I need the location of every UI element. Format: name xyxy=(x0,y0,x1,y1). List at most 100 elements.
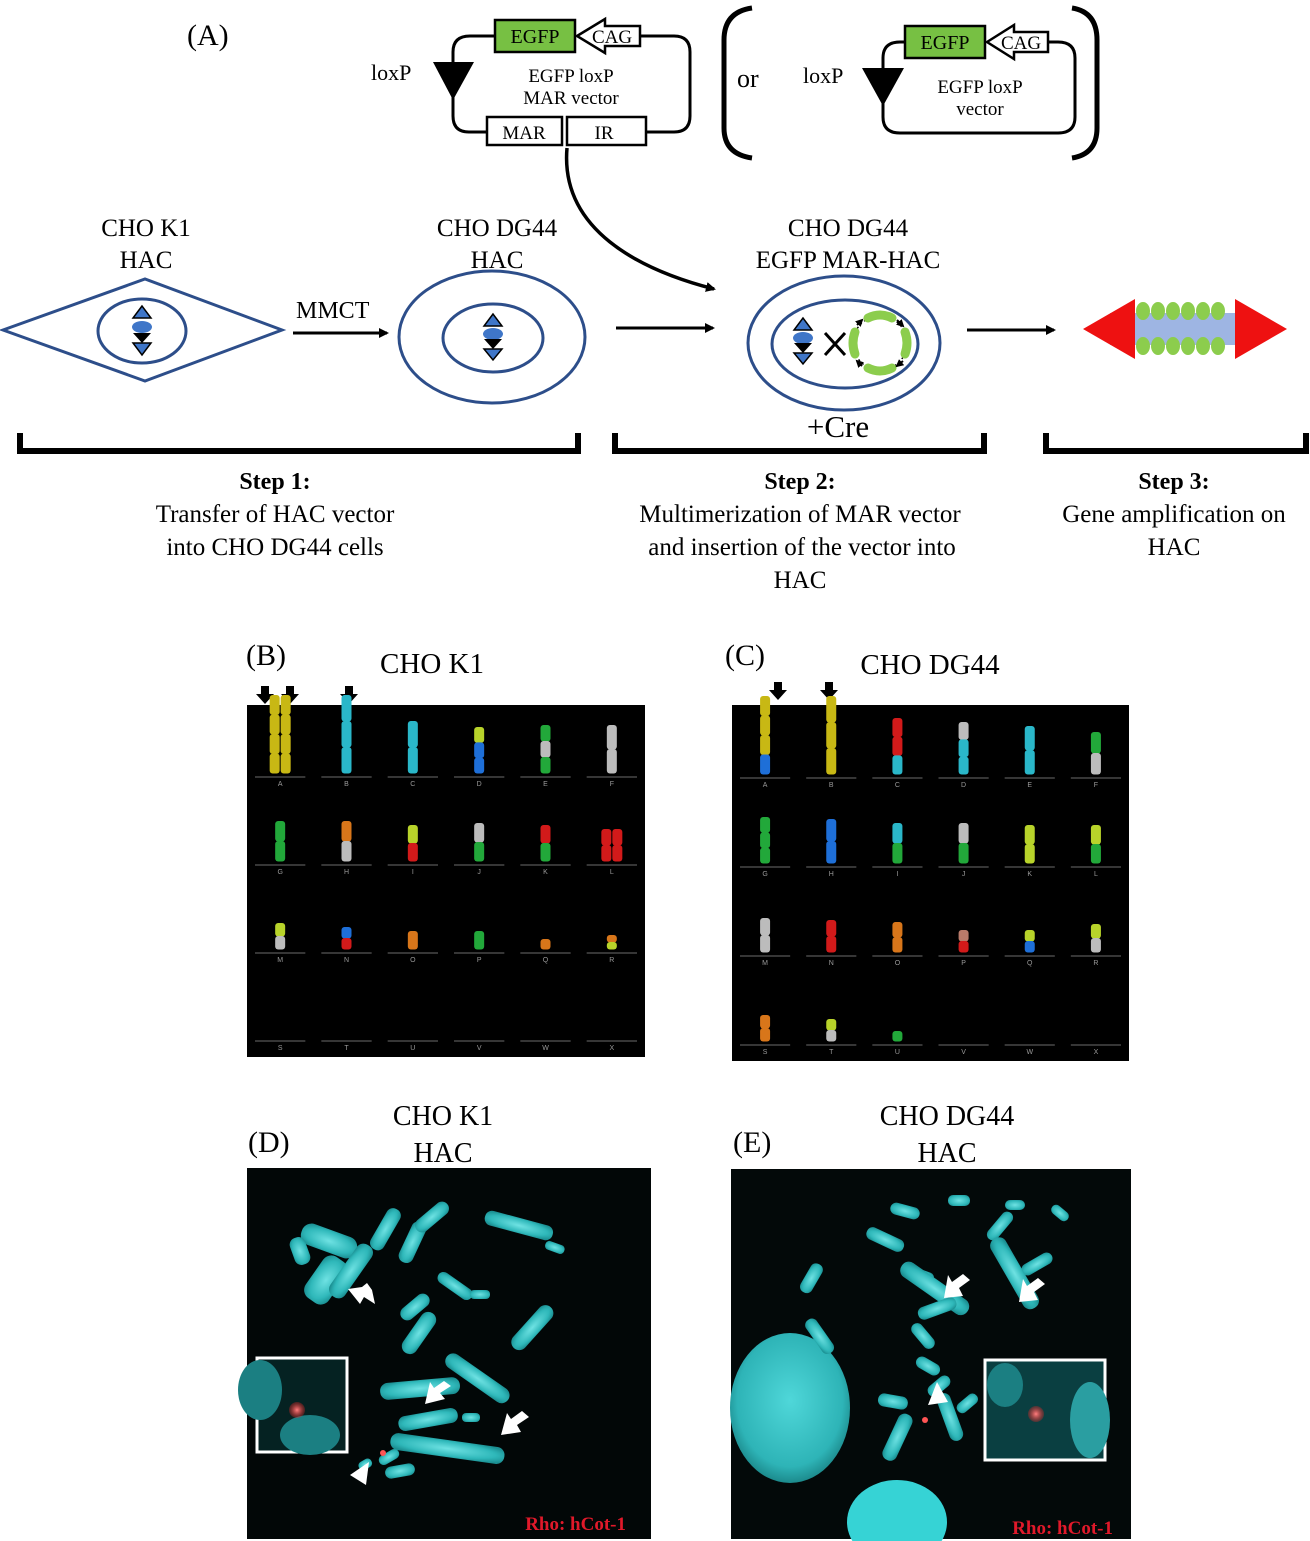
chromosome-segment xyxy=(407,931,418,950)
chromosome-segment xyxy=(341,841,352,862)
chromosome-segment xyxy=(760,847,771,864)
chromosome-segment xyxy=(341,927,352,939)
karyotype-letter: T xyxy=(344,1045,349,1052)
panel-e-title-line1: CHO DG44 xyxy=(880,1101,1015,1132)
vector-alt-name-line1: EGFP loxP xyxy=(937,77,1022,98)
chromosome-segment xyxy=(474,823,485,843)
karyotype-letter: E xyxy=(543,781,548,788)
chromosome-segment xyxy=(1024,844,1035,864)
panel-d-title-line1: CHO K1 xyxy=(393,1101,493,1132)
karyotype-letter: V xyxy=(961,1049,966,1056)
step1-title: Step 1: xyxy=(239,469,310,495)
inset-zoom-box xyxy=(983,1358,1110,1462)
karyotype-letter: H xyxy=(829,871,834,878)
chromosome-segment xyxy=(958,739,969,758)
chromosome-segment xyxy=(892,755,903,775)
step1-line1: Transfer of HAC vector xyxy=(156,501,395,528)
chromosome-segment xyxy=(892,922,903,938)
cho-dg44-mar-hac-cell xyxy=(746,274,942,412)
karyotype-letter: G xyxy=(277,869,282,876)
karyotype-letter: G xyxy=(762,871,767,878)
cag-label-alt: CAG xyxy=(1001,33,1041,54)
step2-line1: Multimerization of MAR vector xyxy=(639,501,961,528)
chromosome-segment xyxy=(760,1028,771,1042)
chromosome-segment xyxy=(341,747,352,774)
chromosome-segment xyxy=(612,845,623,862)
chromosome-segment xyxy=(275,936,286,950)
cell3-label-line2: EGFP MAR-HAC xyxy=(756,247,941,274)
chromosome-segment xyxy=(826,748,837,775)
karyotype-letter: T xyxy=(829,1049,834,1056)
karyotype-letter: D xyxy=(961,782,966,789)
mmct-label: MMCT xyxy=(296,298,370,324)
cag-promoter-arrow xyxy=(574,16,642,56)
chromosome-segment xyxy=(407,721,418,748)
chromosome-segment xyxy=(1024,750,1035,775)
karyotype-letter: R xyxy=(609,957,614,964)
step2-title: Step 2: xyxy=(764,469,835,495)
chromosome-segment xyxy=(1090,938,1101,953)
karyotype-letter: W xyxy=(542,1045,549,1052)
ir-label: IR xyxy=(595,123,614,144)
karyotype-letter: J xyxy=(477,869,481,876)
step1-line2: into CHO DG44 cells xyxy=(166,534,383,561)
chromosome-marker-arrows xyxy=(769,682,838,700)
chromosome-pointer-arrows xyxy=(348,1283,529,1485)
chromosome-segment xyxy=(275,821,286,842)
chromosome-segment xyxy=(280,734,291,754)
chromosome-segment xyxy=(269,734,280,754)
cag-label: CAG xyxy=(592,27,632,48)
karyotype-letter: W xyxy=(1026,1049,1033,1056)
cell2-label-line1: CHO DG44 xyxy=(437,215,558,242)
egfp-label: EGFP xyxy=(511,26,560,48)
step3-line2: HAC xyxy=(1148,534,1201,561)
chromosome-pointer-arrows xyxy=(928,1274,1045,1405)
amplified-hac-icon xyxy=(1083,299,1287,359)
karyotype-letter: N xyxy=(344,957,349,964)
chromosome-segment xyxy=(601,845,612,862)
karyotype-letter: R xyxy=(1093,960,1098,967)
chromosome-segment xyxy=(1024,825,1035,845)
chromosome-segment xyxy=(474,842,485,862)
karyotype-letter: L xyxy=(1094,871,1098,878)
karyotype-letter: O xyxy=(410,957,416,964)
chromosome-segment xyxy=(407,825,418,844)
chromosome-segment xyxy=(958,756,969,775)
karyotype-letter: J xyxy=(962,871,966,878)
chromosome-segment xyxy=(1024,726,1035,751)
karyotype-letter: N xyxy=(829,960,834,967)
chromosome-segment xyxy=(826,819,837,842)
panel-e-stain-label: Rho: hCot-1 xyxy=(1012,1518,1113,1539)
hac-icon xyxy=(792,316,814,366)
loxp-triangle xyxy=(433,62,474,100)
insertion-arrow xyxy=(564,147,716,292)
panel-d: (D) CHO K1 HAC xyxy=(238,1101,651,1539)
karyotype-letter: O xyxy=(895,960,901,967)
chromosome-segment xyxy=(280,695,291,715)
panel-c-label: (C) xyxy=(725,639,765,672)
chromosome-segment xyxy=(958,823,969,844)
chromosome-segment xyxy=(1090,753,1101,775)
panel-e-label: (E) xyxy=(733,1126,771,1159)
karyotype-letter: I xyxy=(412,869,414,876)
egfp-loxp-mar-vector: EGFP CAG loxP EGFP loxP MAR vector MAR I… xyxy=(371,16,692,147)
karyotype-letter: Q xyxy=(1027,960,1033,967)
chromosome-segment xyxy=(826,722,837,749)
chromosome-segment xyxy=(474,742,485,759)
chromosome-segment xyxy=(474,757,485,774)
cre-label: +Cre xyxy=(807,409,869,444)
panel-e: (E) CHO DG44 HAC xyxy=(730,1101,1131,1541)
chromosome-segment xyxy=(1090,924,1101,939)
chromosome-segment xyxy=(474,931,485,950)
chromosome-segment xyxy=(280,753,291,774)
chromosome-segment xyxy=(341,938,352,950)
interphase-nucleus xyxy=(730,1333,850,1483)
karyotype-letter: Q xyxy=(543,957,549,964)
karyotype-letter: B xyxy=(829,782,834,789)
karyotype-letter: V xyxy=(477,1045,482,1052)
egfp-label-alt: EGFP xyxy=(921,32,970,54)
